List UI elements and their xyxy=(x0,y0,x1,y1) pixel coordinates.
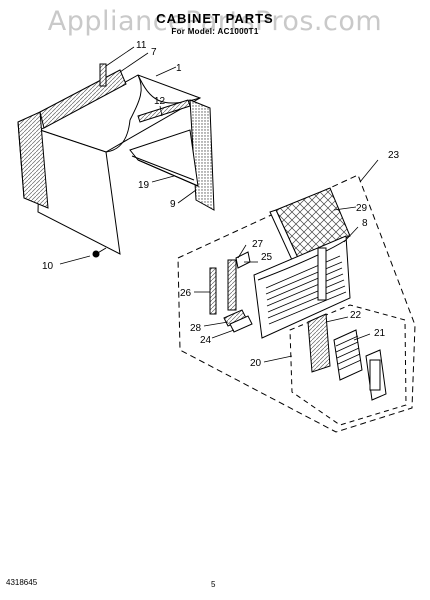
air-filter xyxy=(269,187,351,261)
callout-27: 27 xyxy=(252,239,264,250)
callout-7: 7 xyxy=(151,47,157,58)
callout-19: 19 xyxy=(138,180,150,191)
callout-8: 8 xyxy=(362,218,368,229)
cabinet-wrapper xyxy=(17,63,215,258)
callout-10: 10 xyxy=(42,261,54,272)
callout-23: 23 xyxy=(388,150,400,161)
callout-21: 21 xyxy=(374,328,386,339)
front-assembly-outline xyxy=(177,174,416,433)
callout-26: 26 xyxy=(180,288,192,299)
diagram-title: CABINET PARTS xyxy=(156,11,274,26)
callout-9: 9 xyxy=(170,199,176,210)
callout-20: 20 xyxy=(250,358,262,369)
control-subassembly-outline xyxy=(289,304,407,426)
callout-25: 25 xyxy=(261,252,273,263)
control-parts xyxy=(307,313,387,401)
page-number: 5 xyxy=(211,580,216,589)
diagram-subtitle: For Model: AC1000T1 xyxy=(171,27,259,36)
callout-11: 11 xyxy=(136,40,147,51)
front-grille xyxy=(253,235,351,339)
watermark: AppliancePartsPros.com xyxy=(47,6,383,37)
callout-12: 12 xyxy=(154,96,166,107)
callout-29: 29 xyxy=(356,203,368,214)
side-curtain-parts xyxy=(209,251,253,333)
callout-28: 28 xyxy=(190,323,202,334)
callout-1: 1 xyxy=(176,63,182,74)
callout-24: 24 xyxy=(200,335,212,346)
callout-22: 22 xyxy=(350,310,362,321)
leader-lines xyxy=(59,46,379,363)
part-number: 4318645 xyxy=(6,578,38,587)
